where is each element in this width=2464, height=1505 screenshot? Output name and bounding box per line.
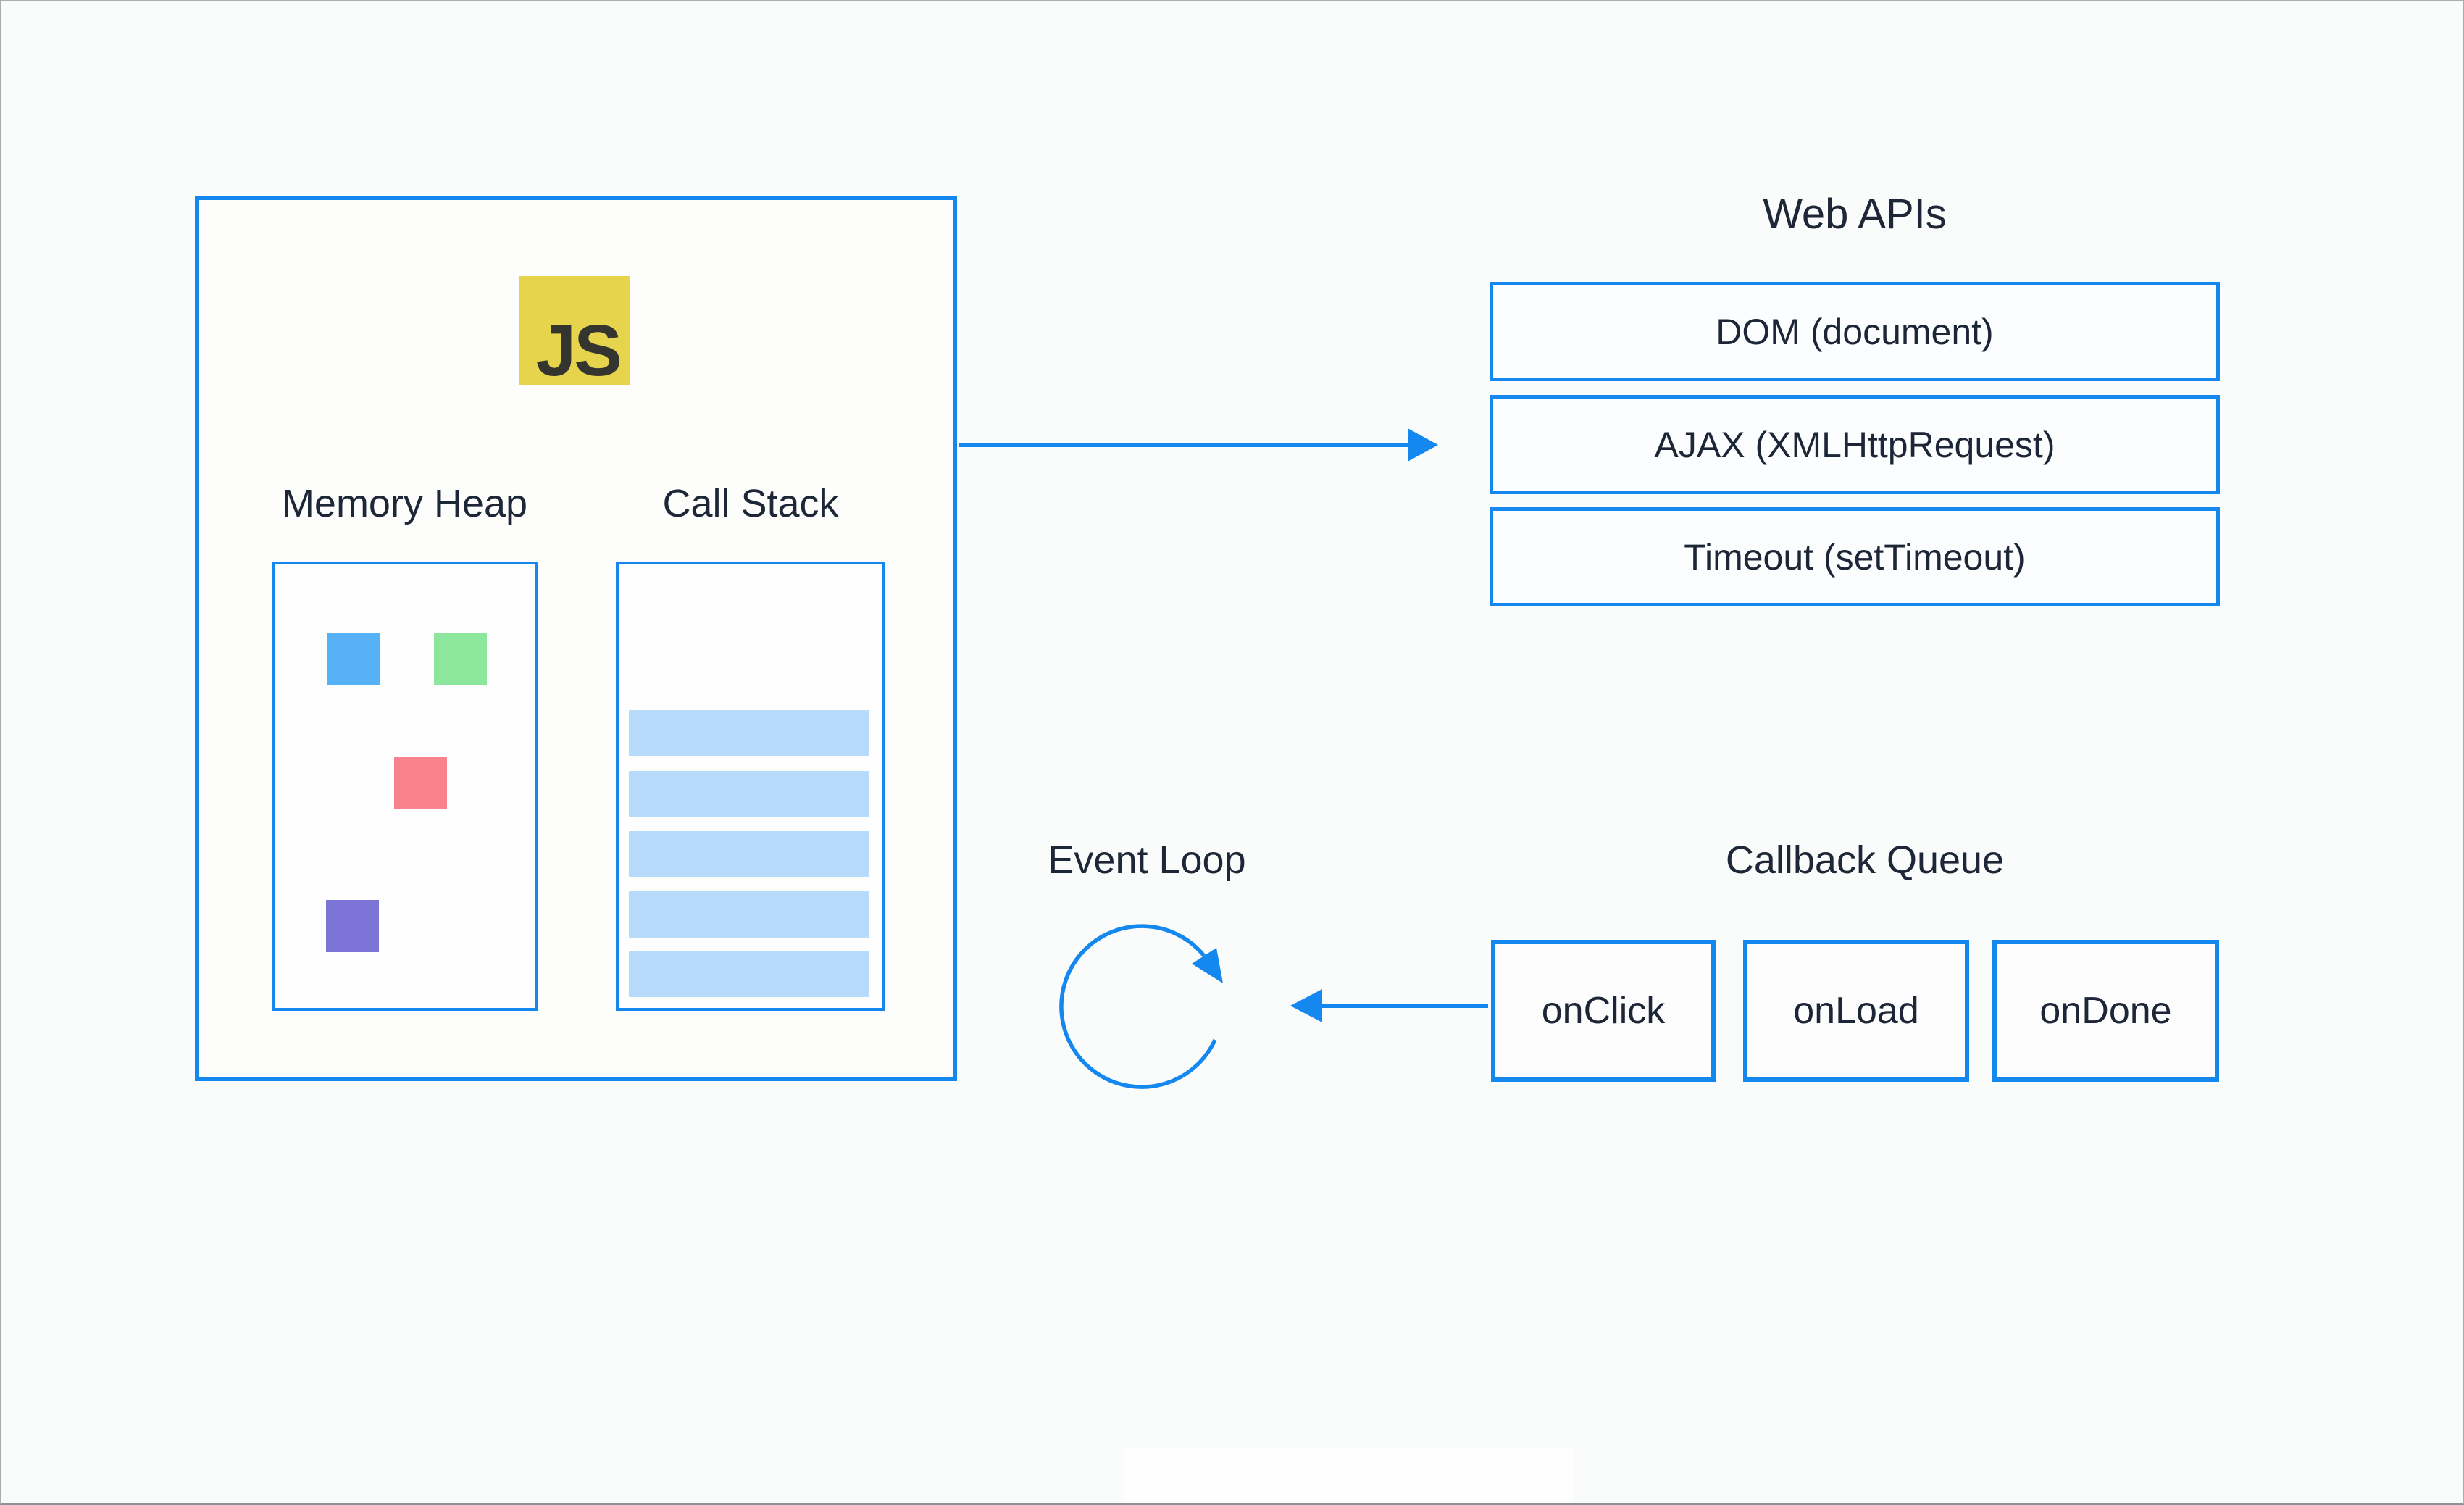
callback-box-ondone: onDone <box>1992 940 2219 1082</box>
event-loop-circle-arrow-icon <box>1059 924 1223 1089</box>
web-api-box-dom-label: DOM (document) <box>1716 311 1994 352</box>
web-api-box-timeout: Timeout (setTimeout) <box>1490 507 2220 606</box>
call-stack-frame <box>629 891 869 938</box>
web-api-box-timeout-label: Timeout (setTimeout) <box>1684 536 2026 578</box>
call-stack-label: Call Stack <box>662 482 839 525</box>
callback-box-onload-label: onLoad <box>1793 990 1919 1032</box>
callback-box-onload: onLoad <box>1743 940 1969 1082</box>
web-apis-title: Web APIs <box>1763 191 1947 238</box>
callback-box-ondone-label: onDone <box>2039 990 2172 1032</box>
heap-square-green <box>434 633 487 685</box>
call-stack-frame <box>629 771 869 817</box>
call-stack-frame <box>629 710 869 756</box>
bottom-watermark-band <box>1124 1447 1574 1503</box>
web-api-box-ajax: AJAX (XMLHttpRequest) <box>1490 395 2220 494</box>
web-api-box-dom: DOM (document) <box>1490 282 2220 381</box>
js-to-webapis-arrow-icon <box>959 428 1438 462</box>
heap-square-blue <box>327 633 380 685</box>
heap-square-red <box>394 757 447 809</box>
callback-box-onclick-label: onClick <box>1541 990 1666 1032</box>
call-stack-frame <box>629 831 869 877</box>
javascript-logo-icon: JS <box>519 276 630 387</box>
call-stack-frame <box>629 951 869 997</box>
memory-heap-label: Memory Heap <box>281 482 528 525</box>
callback-box-onclick: onClick <box>1491 940 1716 1082</box>
callback-queue-title: Callback Queue <box>1725 838 2005 882</box>
queue-to-eventloop-arrow-icon <box>1290 989 1488 1022</box>
heap-square-purple <box>326 900 379 952</box>
web-api-box-ajax-label: AJAX (XMLHttpRequest) <box>1654 424 2055 465</box>
event-loop-title: Event Loop <box>1048 838 1246 882</box>
